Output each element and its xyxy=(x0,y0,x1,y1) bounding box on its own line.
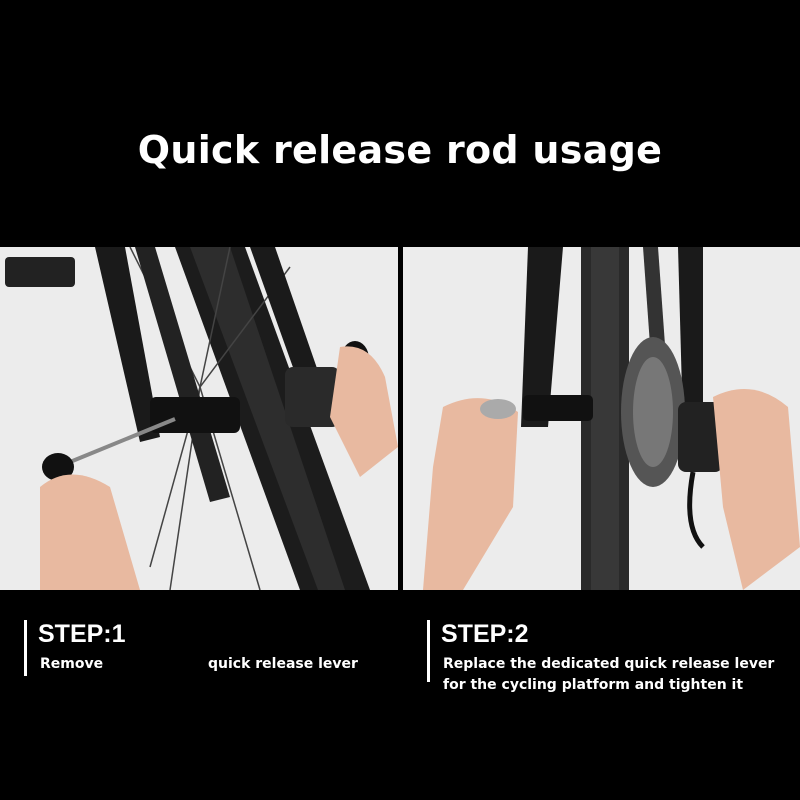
step-text-b: quick release lever xyxy=(208,656,358,672)
step-divider xyxy=(24,620,27,676)
step-heading: STEP:2 xyxy=(441,620,529,648)
photo-step-1 xyxy=(0,247,398,590)
step-text-c: for the cycling platform and tighten it xyxy=(443,677,744,693)
step-text-a: Remove xyxy=(40,656,104,672)
step-divider xyxy=(427,620,430,682)
step-heading: STEP:1 xyxy=(38,620,126,648)
page-title: Quick release rod usage xyxy=(137,128,663,172)
step-text-a: Replace the dedicated quick release leve… xyxy=(443,656,775,672)
bicycle-photo-icon xyxy=(0,247,398,590)
bicycle-photo-icon xyxy=(403,247,800,590)
photo-step-2 xyxy=(403,247,800,590)
